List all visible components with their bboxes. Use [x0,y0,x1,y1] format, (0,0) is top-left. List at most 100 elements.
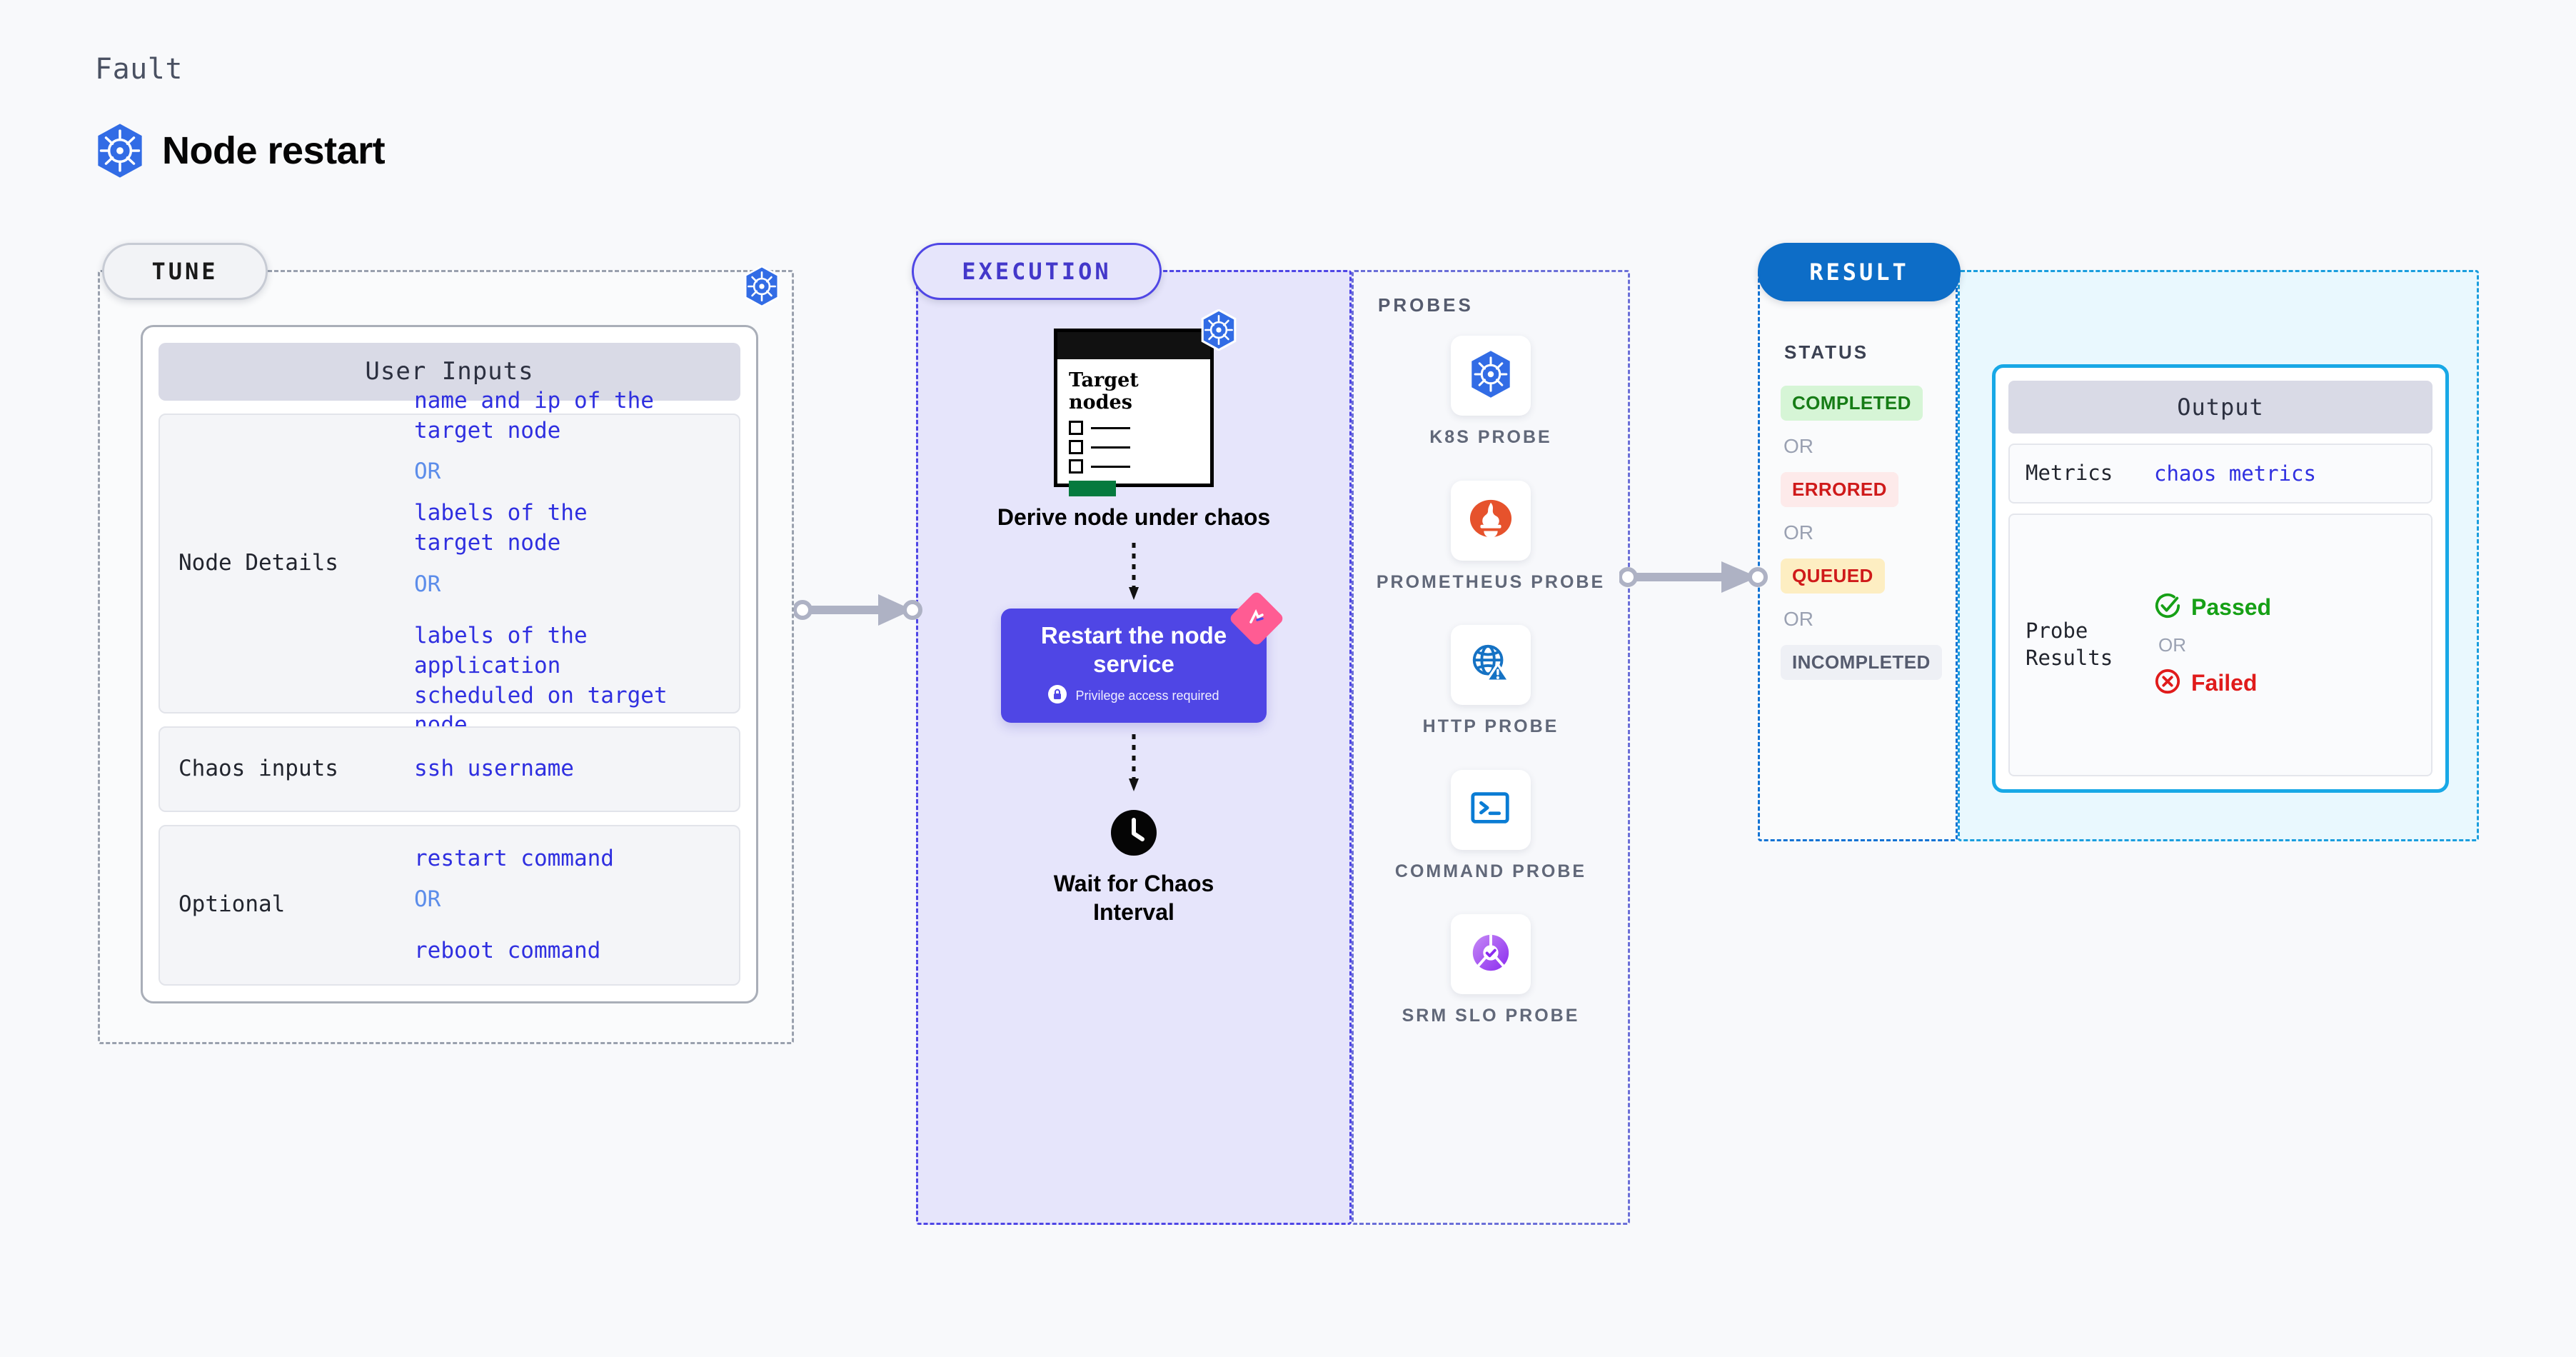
probes-list: K8S PROBE PROMETHEUS PROBE [1352,336,1630,1028]
status-badge-incompleted: INCOMPLETED [1781,645,1942,680]
row-label: Chaos inputs [178,755,338,781]
kubernetes-icon [1469,350,1513,402]
probe-label: K8S PROBE [1429,427,1552,447]
value-text: reboot command [414,938,601,964]
srm-slo-icon [1469,931,1513,978]
placeholder-line [1091,426,1130,429]
or-separator: OR [1783,435,1813,457]
document-title: Target nodes [1069,369,1199,414]
document-title-line2: nodes [1069,391,1132,414]
output-label-probe-results: Probe Results [2026,619,2113,670]
stage-pill-tune[interactable]: TUNE [102,243,268,300]
checkbox-icon [1069,421,1083,436]
probe-item-k8s[interactable]: K8S PROBE [1429,336,1551,449]
clock-icon [1111,809,1157,859]
page-title: Node restart [162,129,386,172]
row-label: Node Details [178,550,338,576]
flow-arrow-down [1129,733,1139,791]
value-text: ssh username [414,755,574,781]
step-caption-wait-interval: Wait for Chaos Interval [1053,870,1214,925]
harness-ribbon-icon [1228,590,1285,647]
checkbox-icon [1069,459,1083,474]
restart-card-title: Restart the node service [1040,622,1227,678]
or-separator: OR [414,571,441,597]
or-separator: OR [1783,608,1813,630]
checkbox-icon [1069,440,1083,455]
output-row-probe-results: Probe Results Passed OR [2008,514,2432,776]
output-label-metrics: Metrics [2026,461,2113,486]
value-text: scheduled on target node [414,682,668,738]
row-values: name and ip of the target node OR labels… [414,386,720,741]
value-text: name and ip of the [414,387,654,414]
probe-label: PROMETHEUS PROBE [1376,571,1606,592]
status-badge-completed: COMPLETED [1781,386,1923,421]
connector-execution-to-result [1619,561,1768,593]
output-value-metrics: chaos metrics [2154,461,2316,486]
kubernetes-icon [95,123,145,179]
terminal-icon [1469,788,1513,831]
value-text: restart command [414,845,614,871]
probes-section-title: PROBES [1378,294,1474,316]
execution-flow: Target nodes [916,270,1352,1225]
or-separator: OR [1783,521,1813,544]
connector-tune-to-execution [794,594,922,626]
row-label: Optional [178,891,286,918]
step-caption-derive-node: Derive node under chaos [997,504,1271,530]
tune-row-optional: Optional restart command OR reboot comma… [159,824,740,986]
tune-row-node-details: Node Details name and ip of the target n… [159,388,740,738]
output-row-metrics: Metrics chaos metrics [2008,444,2432,504]
tune-row-chaos-inputs: Chaos inputs ssh username [159,726,740,812]
probe-label: HTTP PROBE [1422,716,1559,736]
probe-result-passed-label: Passed [2191,594,2272,620]
page-title-row: Node restart [95,123,386,179]
list-item [1069,459,1199,474]
target-nodes-document: Target nodes [1054,309,1237,497]
kubernetes-icon [1200,309,1237,354]
lock-icon [1048,684,1067,707]
probe-result-passed: Passed [2154,592,2271,623]
restart-node-service-card[interactable]: Restart the node service Privilege acces… [1001,590,1285,723]
check-circle-icon [2154,592,2181,623]
status-badge-queued: QUEUED [1781,559,1885,594]
globe-warning-icon [1469,641,1513,689]
row-values: restart command OR reboot command [414,844,614,967]
probes-panel [1352,270,1630,1225]
probe-label: COMMAND PROBE [1394,861,1587,881]
probe-result-failed-label: Failed [2191,669,2258,696]
value-text: labels of the application [414,622,588,678]
x-circle-icon [2154,668,2181,698]
value-text: labels of the [414,500,588,526]
or-separator: OR [414,459,441,485]
probe-result-failed: Failed [2154,668,2271,698]
placeholder-line [1091,446,1130,449]
privilege-note: Privilege access required [1048,684,1219,707]
probe-item-srm-slo[interactable]: SRM SLO PROBE [1402,914,1580,1028]
prometheus-icon [1469,496,1513,544]
probe-item-command[interactable]: COMMAND PROBE [1394,769,1587,883]
kubernetes-icon [743,265,780,311]
status-badge-errored: ERRORED [1781,472,1898,507]
value-text: target node [414,417,561,444]
privilege-text: Privilege access required [1075,688,1219,703]
checkbox-list [1069,421,1199,474]
document-title-line1: Target [1069,369,1139,391]
list-item [1069,440,1199,455]
page-eyebrow: Fault [95,53,183,86]
status-list: COMPLETED OR ERRORED OR QUEUED OR INCOMP… [1781,386,1945,680]
probe-item-prometheus[interactable]: PROMETHEUS PROBE [1376,480,1606,594]
document-titlebar [1057,332,1210,359]
wait-chaos-interval-step: Wait for Chaos Interval [1027,809,1241,926]
output-title: Output [2008,381,2432,434]
probe-item-http[interactable]: HTTP PROBE [1423,625,1559,738]
user-inputs-card: User Inputs Node Details name and ip of … [141,325,758,1003]
row-values: ssh username [414,754,574,784]
or-separator: OR [2158,634,2186,656]
user-inputs-title: User Inputs [159,343,740,401]
placeholder-line [1091,465,1130,468]
stage-pill-result[interactable]: RESULT [1758,243,1961,301]
output-card: Output Metrics chaos metrics Probe Resul… [1992,364,2449,793]
selected-node-marker [1069,481,1116,497]
flow-arrow-down [1129,543,1139,600]
stage-pill-execution[interactable]: EXECUTION [912,243,1162,300]
